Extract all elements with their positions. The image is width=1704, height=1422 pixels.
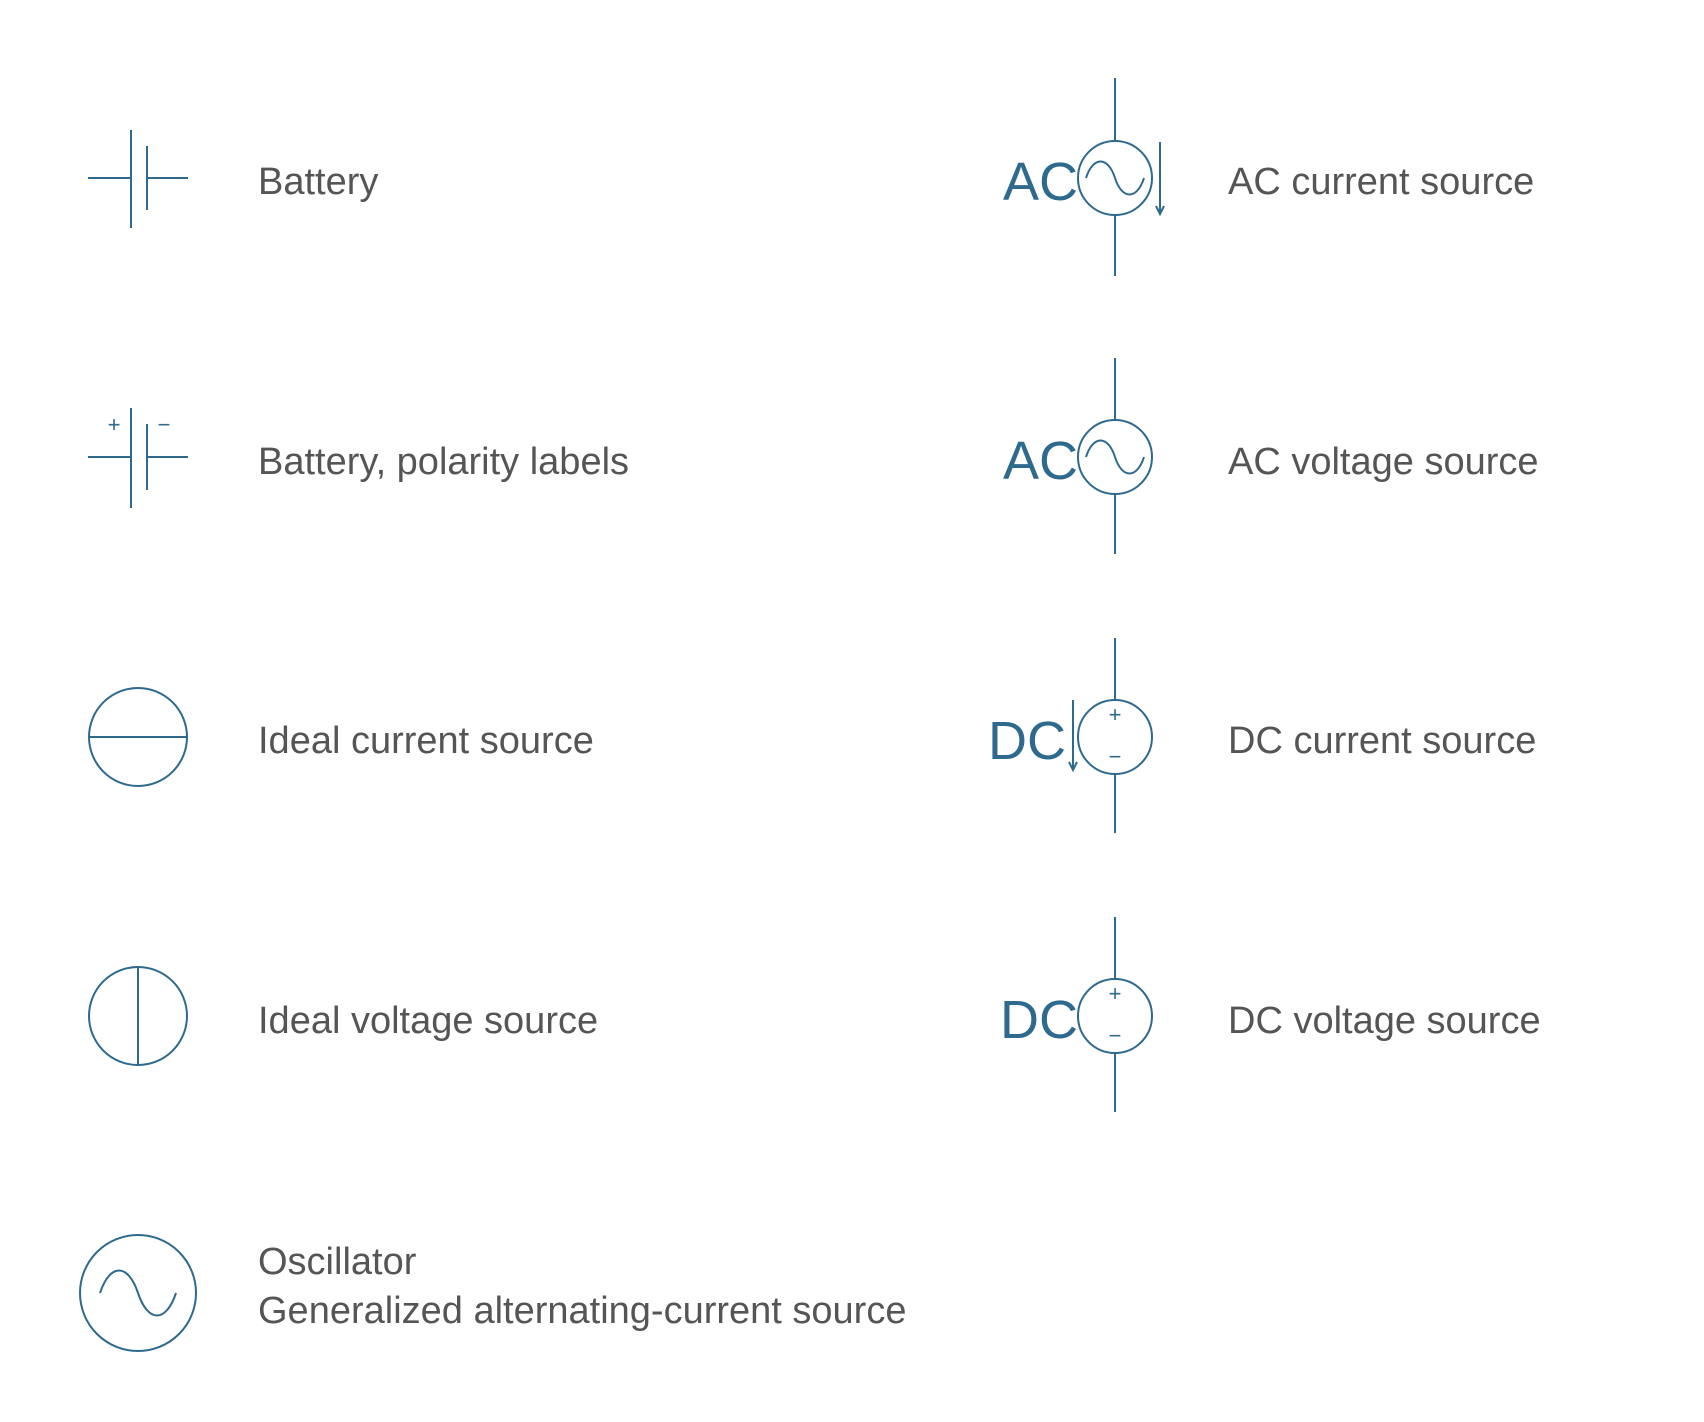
minus-sign: − [158,412,171,437]
plus-sign: + [108,412,121,437]
dc-tag: DC [988,711,1066,771]
dc-voltage-source-label: DC voltage source [1228,1000,1541,1042]
ideal-current-source-label: Ideal current source [258,720,594,762]
plus-sign: + [1109,702,1122,727]
oscillator-description: Generalized alternating-current source [258,1290,906,1332]
ac-tag: AC [1003,152,1078,212]
ac-voltage-source-symbol[interactable]: AC [1003,358,1153,554]
oscillator-label: Oscillator [258,1241,417,1283]
ideal-current-source-symbol[interactable] [88,687,188,787]
ideal-voltage-source-label: Ideal voltage source [258,1000,598,1042]
battery-symbol[interactable] [88,130,188,228]
plus-sign: + [1109,981,1122,1006]
dc-tag: DC [1000,990,1078,1050]
ac-current-source-label: AC current source [1228,161,1534,203]
battery-polarity-symbol[interactable]: + − [88,408,188,508]
dc-current-source-label: DC current source [1228,720,1536,762]
battery-label: Battery [258,161,378,203]
minus-sign: − [1109,744,1122,769]
dc-voltage-source-symbol[interactable]: + − DC [1000,917,1153,1112]
ideal-voltage-source-symbol[interactable] [88,966,188,1066]
ac-voltage-source-label: AC voltage source [1228,441,1539,483]
dc-current-source-symbol[interactable]: + − DC [988,638,1153,833]
oscillator-symbol[interactable] [79,1234,197,1352]
ac-current-source-symbol[interactable]: AC [1003,78,1165,276]
battery-polarity-label: Battery, polarity labels [258,441,629,483]
minus-sign: − [1109,1023,1122,1048]
ac-tag: AC [1003,431,1078,491]
